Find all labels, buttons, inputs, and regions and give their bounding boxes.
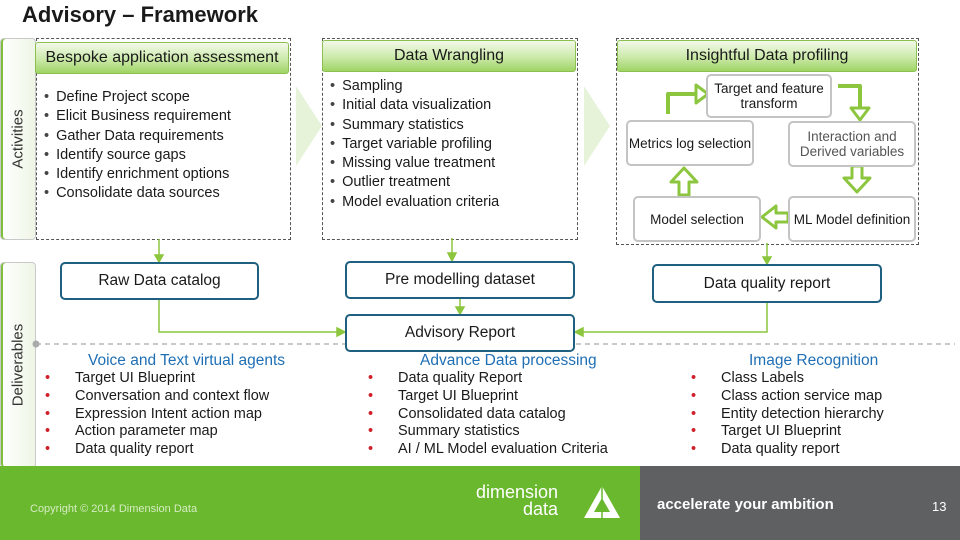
list-item: Sampling xyxy=(330,77,574,96)
list-item: Summary statistics xyxy=(330,116,574,135)
brand-triangle-logo-icon xyxy=(584,486,620,518)
tagline: accelerate your ambition xyxy=(657,496,834,513)
down-arrow-icon xyxy=(842,164,872,194)
list-item: Elicit Business requirement xyxy=(44,107,288,126)
data-quality-report-box: Data quality report xyxy=(652,264,882,303)
bent-arrow-icon xyxy=(838,84,862,110)
arrow-head-right-icon xyxy=(694,83,710,105)
list-item: Missing value treatment xyxy=(330,154,574,173)
brand-line-1: dimension xyxy=(476,482,559,502)
offering-title: Advance Data processing xyxy=(420,352,597,369)
bent-arrow-icon xyxy=(666,92,698,114)
list-item: Initial data visualization xyxy=(330,96,574,115)
page-title: Advisory – Framework xyxy=(22,2,258,27)
list-item: Conversation and context flow xyxy=(45,388,325,406)
list-item: Expression Intent action map xyxy=(45,406,325,424)
up-arrow-icon xyxy=(669,166,699,197)
offering-title: Voice and Text virtual agents xyxy=(88,352,286,369)
list-item: Define Project scope xyxy=(44,88,288,107)
interaction-variables-box: Interaction and Derived variables xyxy=(788,121,916,167)
chevron-arrow-icon xyxy=(296,86,322,166)
offering-title: Image Recognition xyxy=(749,352,879,369)
list-item: Target UI Blueprint xyxy=(691,423,951,441)
list-item: Gather Data requirements xyxy=(44,127,288,146)
left-arrow-icon xyxy=(760,204,790,230)
list-item: Outlier treatment xyxy=(330,173,574,192)
brand-wordmark: dimension data xyxy=(476,482,559,519)
profiling-header: Insightful Data profiling xyxy=(617,40,917,72)
activities-tab: Activities xyxy=(0,38,36,240)
footer-gray-band xyxy=(640,466,960,540)
model-selection-box: Model selection xyxy=(633,196,761,242)
list-item: Data quality Report xyxy=(368,370,648,388)
chevron-arrow-icon xyxy=(584,86,610,166)
advisory-report-box: Advisory Report xyxy=(345,314,575,352)
wrangling-header: Data Wrangling xyxy=(322,40,576,72)
metrics-selection-box: Metrics log selection xyxy=(626,120,754,166)
footer-green-band xyxy=(0,466,640,540)
brand-line-2: data xyxy=(523,499,559,519)
list-item: Class action service map xyxy=(691,388,951,406)
copyright-text: Copyright © 2014 Dimension Data xyxy=(30,503,198,515)
ml-model-box: ML Model definition xyxy=(788,196,916,242)
pre-modelling-dataset-box: Pre modelling dataset xyxy=(345,261,575,299)
list-item: Target UI Blueprint xyxy=(45,370,325,388)
list-item: Consolidate data sources xyxy=(44,184,288,203)
list-item: Target variable profiling xyxy=(330,135,574,154)
list-item: Summary statistics xyxy=(368,423,648,441)
list-item: Action parameter map xyxy=(45,423,325,441)
list-item: Consolidated data catalog xyxy=(368,406,648,424)
target-transform-box: Target and feature transform xyxy=(706,74,832,118)
list-item: Model evaluation criteria xyxy=(330,193,574,212)
list-item: Identify source gaps xyxy=(44,146,288,165)
offering-list: Target UI Blueprint Conversation and con… xyxy=(45,370,325,459)
list-item: Data quality report xyxy=(691,441,951,459)
arrow-head-down-icon xyxy=(849,106,871,122)
list-item: Class Labels xyxy=(691,370,951,388)
page-number: 13 xyxy=(932,499,947,514)
assessment-list: Define Project scope Elicit Business req… xyxy=(44,88,288,204)
raw-data-catalog-box: Raw Data catalog xyxy=(60,262,259,300)
offering-list: Data quality Report Target UI Blueprint … xyxy=(368,370,648,459)
list-item: Identify enrichment options xyxy=(44,165,288,184)
assessment-header: Bespoke application assessment xyxy=(35,42,289,74)
list-item: AI / ML Model evaluation Criteria xyxy=(368,441,648,459)
list-item: Data quality report xyxy=(45,441,325,459)
cycle-arrows xyxy=(666,83,872,230)
offering-list: Class Labels Class action service map En… xyxy=(691,370,951,459)
wrangling-list: Sampling Initial data visualization Summ… xyxy=(330,77,574,212)
list-item: Entity detection hierarchy xyxy=(691,406,951,424)
deliverable-connectors xyxy=(153,238,773,338)
list-item: Target UI Blueprint xyxy=(368,388,648,406)
